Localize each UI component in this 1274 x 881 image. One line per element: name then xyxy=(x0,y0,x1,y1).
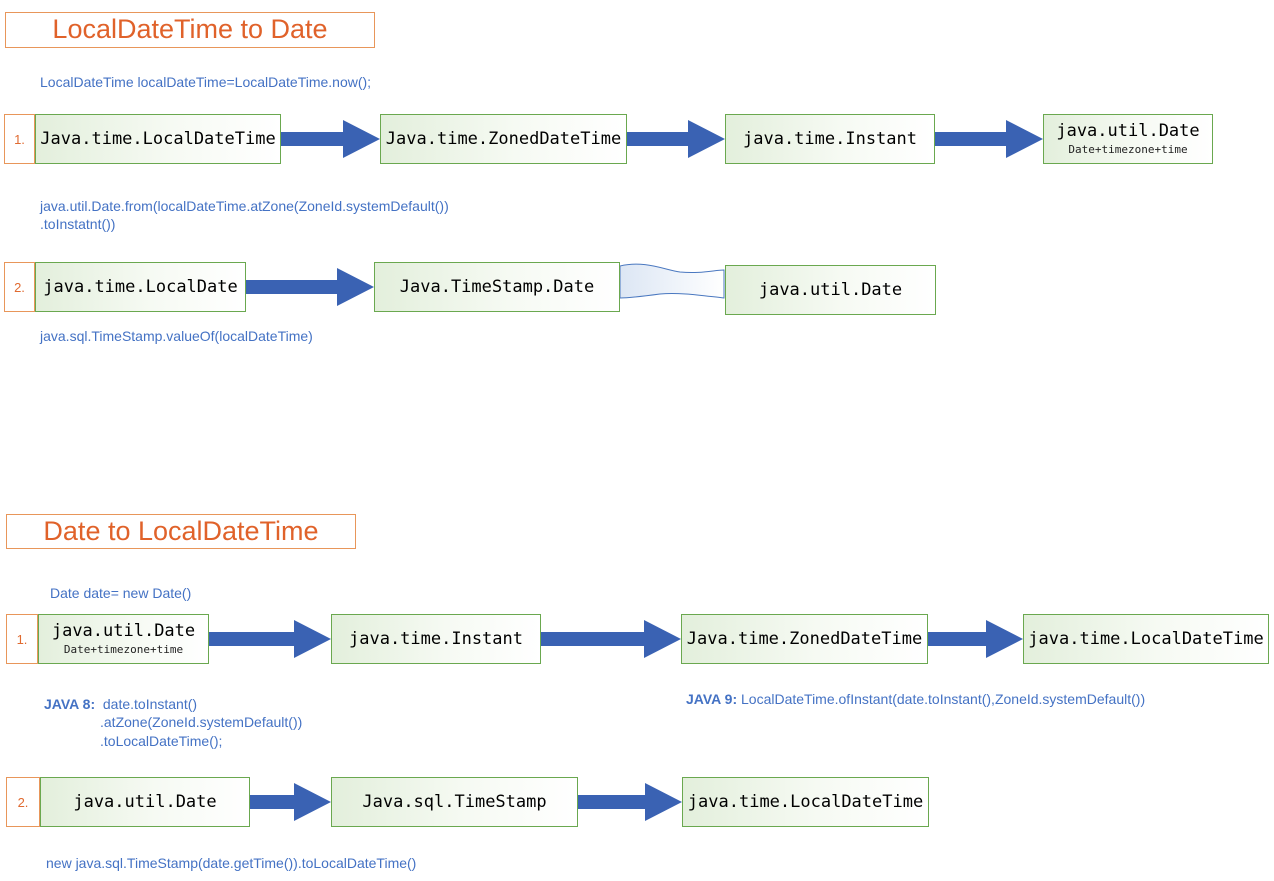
node-label: Java.time.ZonedDateTime xyxy=(385,129,622,149)
node-label: java.util.Date xyxy=(51,621,196,641)
node-sublabel: Date+timezone+time xyxy=(1068,143,1188,156)
arrow-shape xyxy=(928,620,1023,658)
s1-row1-node-util-date: java.util.Date Date+timezone+time xyxy=(1043,114,1213,164)
s1-row1-node-localdatetime: Java.time.LocalDateTime xyxy=(35,114,281,164)
java9-colon: : xyxy=(732,691,738,707)
s2-java9-code: JAVA 9: LocalDateTime.ofInstant(date.toI… xyxy=(686,690,1145,708)
s1-row1-code-line2: .toInstatnt()) xyxy=(40,216,116,232)
java8-label: JAVA 8 xyxy=(44,696,91,712)
s1-row1-arrow-3 xyxy=(935,120,1043,158)
node-label: java.time.LocalDateTime xyxy=(687,792,924,812)
node-sublabel: Date+timezone+time xyxy=(63,643,184,656)
arrow-shape xyxy=(209,620,331,658)
s1-row1-number: 1. xyxy=(4,114,35,164)
section1-title: LocalDateTime to Date xyxy=(5,12,375,48)
s1-row2-node-localdate: java.time.LocalDate xyxy=(35,262,246,312)
node-label: java.util.Date xyxy=(1056,121,1200,141)
s1-row1-code-line1: java.util.Date.from(localDateTime.atZone… xyxy=(40,198,449,214)
java8-line1: date.toInstant() xyxy=(102,696,198,712)
s2-row1-node-util-date: java.util.Date Date+timezone+time xyxy=(38,614,209,664)
s2-row2-arrow-2 xyxy=(578,783,682,821)
arrow-shape xyxy=(281,120,380,158)
s1-row1-arrow-1 xyxy=(281,120,380,158)
s2-row1-node-localdatetime: java.time.LocalDateTime xyxy=(1023,614,1269,664)
s1-row2-code: java.sql.TimeStamp.valueOf(localDateTime… xyxy=(40,328,313,344)
node-label: java.util.Date xyxy=(73,792,217,812)
node-label: Java.time.ZonedDateTime xyxy=(686,629,923,649)
s2-row2-code: new java.sql.TimeStamp(date.getTime()).t… xyxy=(46,855,417,871)
node-label: java.time.Instant xyxy=(349,629,523,649)
s1-row2-node-timestamp-date: Java.TimeStamp.Date xyxy=(374,262,620,312)
node-label: java.util.Date xyxy=(758,280,903,300)
s1-row1-node-instant: java.time.Instant xyxy=(725,114,935,164)
s1-row2-arrow-1 xyxy=(246,268,374,306)
java9-label: JAVA 9 xyxy=(686,691,733,707)
s1-row2-wave-connector xyxy=(620,263,725,299)
s2-row2-node-sql-timestamp: Java.sql.TimeStamp xyxy=(331,777,578,827)
section2-intro-code: Date date= new Date() xyxy=(50,585,192,601)
node-label: Java.TimeStamp.Date xyxy=(399,277,595,297)
wave-shape xyxy=(620,263,725,299)
s2-row2-node-localdatetime: java.time.LocalDateTime xyxy=(682,777,929,827)
java9-expression: LocalDateTime.ofInstant(date.toInstant()… xyxy=(741,691,1146,707)
node-label: java.time.LocalDateTime xyxy=(1028,629,1264,649)
arrow-shape xyxy=(246,268,374,306)
node-label: Java.time.LocalDateTime xyxy=(40,129,276,149)
s2-row2-number: 2. xyxy=(6,777,40,827)
arrow-shape xyxy=(250,783,331,821)
s2-row1-node-instant: java.time.Instant xyxy=(331,614,541,664)
arrow-shape xyxy=(578,783,682,821)
s1-row2-number: 2. xyxy=(4,262,35,312)
java8-colon: : xyxy=(90,696,96,712)
arrow-shape xyxy=(627,120,725,158)
s2-row1-arrow-2 xyxy=(541,620,681,658)
section1-intro-code: LocalDateTime localDateTime=LocalDateTim… xyxy=(40,74,372,90)
arrow-shape xyxy=(935,120,1043,158)
s1-row2-node-util-date: java.util.Date xyxy=(725,265,936,315)
s2-row2-arrow-1 xyxy=(250,783,331,821)
s2-row1-arrow-1 xyxy=(209,620,331,658)
s1-row1-arrow-2 xyxy=(627,120,725,158)
s1-row1-node-zoneddatetime: Java.time.ZonedDateTime xyxy=(380,114,627,164)
arrow-shape xyxy=(541,620,681,658)
s2-java8-line3: .toLocalDateTime(); xyxy=(100,733,223,749)
section2-title: Date to LocalDateTime xyxy=(6,514,356,549)
node-label: java.time.LocalDate xyxy=(43,277,238,297)
s2-row1-node-zoneddatetime: Java.time.ZonedDateTime xyxy=(681,614,928,664)
s2-row1-arrow-3 xyxy=(928,620,1023,658)
s2-row2-node-util-date: java.util.Date xyxy=(40,777,250,827)
s2-java8-code: JAVA 8: date.toInstant() xyxy=(44,695,197,713)
node-label: java.time.Instant xyxy=(743,129,917,149)
node-label: Java.sql.TimeStamp xyxy=(362,792,547,812)
s2-row1-number: 1. xyxy=(6,614,38,664)
s2-java8-line2: .atZone(ZoneId.systemDefault()) xyxy=(100,714,303,730)
